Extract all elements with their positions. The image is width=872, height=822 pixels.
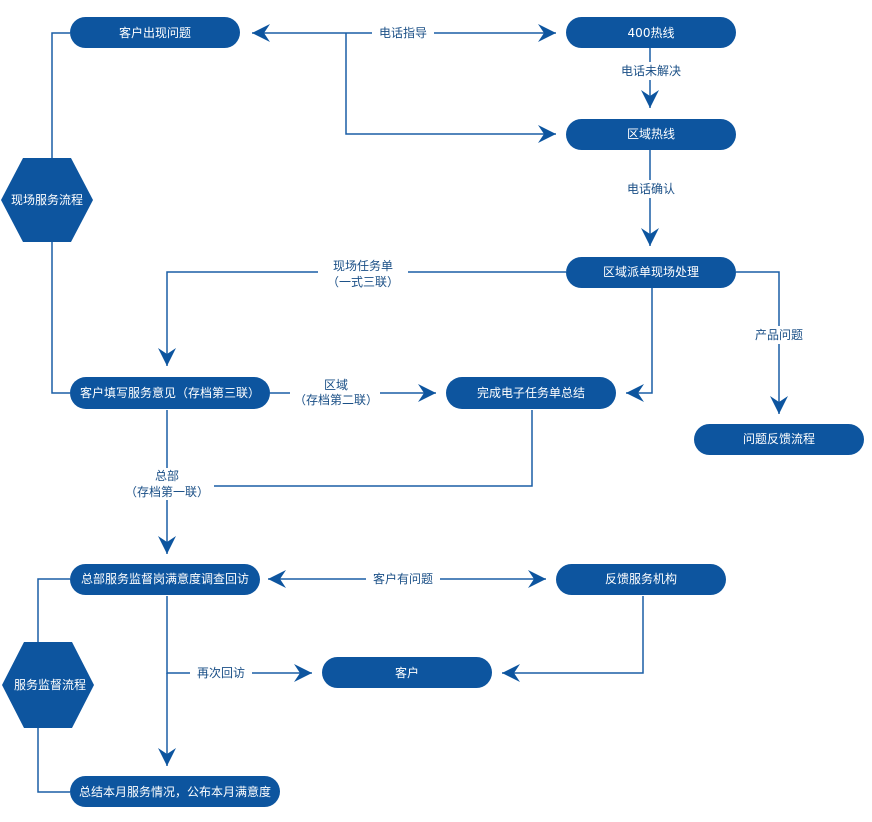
node-issue-feedback-process[interactable]: 问题反馈流程	[694, 424, 864, 455]
label-hq-1: 总部	[155, 468, 179, 483]
label-onsite-task-1: 现场任务单	[333, 258, 393, 273]
label-phone-unresolved: 电话未解决	[621, 64, 681, 78]
node-customer-fill-opinion-text: 客户填写服务意见（存档第三联）	[80, 385, 260, 400]
label-product-issue: 产品问题	[755, 328, 803, 342]
label-phone-confirm: 电话确认	[627, 182, 675, 196]
hex-onsite-process[interactable]: 现场服务流程	[1, 158, 93, 242]
node-monthly-summary-text: 总结本月服务情况，公布本月满意度	[79, 784, 271, 799]
label-customer-has-issue: 客户有问题	[373, 571, 433, 586]
node-feedback-service-org-text: 反馈服务机构	[605, 571, 677, 586]
node-regional-hotline-text: 区域热线	[627, 127, 675, 141]
label-region-2: （存档第二联）	[294, 393, 378, 407]
hex-supervision-process-text: 服务监督流程	[14, 677, 86, 692]
edge-labels: 电话指导 电话未解决 电话确认 现场任务单 （一式三联） 产品问题 区域 （存档…	[122, 24, 810, 682]
node-hq-survey-text: 总部服务监督岗满意度调查回访	[81, 571, 249, 586]
node-regional-dispatch[interactable]: 区域派单现场处理	[566, 257, 736, 288]
node-customer[interactable]: 客户	[322, 657, 492, 688]
to-regional-hotline-line	[345, 33, 556, 143]
label-region-1: 区域	[324, 378, 348, 392]
complete-to-hq-line	[167, 410, 533, 487]
onsite-task-arrow	[158, 271, 566, 366]
node-hotline-400-text: 400热线	[628, 26, 675, 40]
product-issue-arrow	[736, 271, 788, 414]
node-issue-feedback-process-text: 问题反馈流程	[743, 431, 815, 446]
node-regional-dispatch-text: 区域派单现场处理	[603, 265, 699, 279]
node-customer-text: 客户	[395, 665, 419, 680]
node-hq-survey[interactable]: 总部服务监督岗满意度调查回访	[70, 564, 260, 595]
label-phone-guidance: 电话指导	[379, 25, 427, 40]
label-revisit: 再次回访	[197, 666, 245, 680]
node-customer-fill-opinion[interactable]: 客户填写服务意见（存档第三联）	[70, 377, 270, 409]
node-customer-issue-text: 客户出现问题	[119, 25, 191, 40]
revisit-arrow	[166, 596, 312, 682]
node-customer-issue[interactable]: 客户出现问题	[70, 17, 240, 48]
label-onsite-task-2: （一式三联）	[327, 275, 399, 289]
node-monthly-summary[interactable]: 总结本月服务情况，公布本月满意度	[70, 776, 280, 807]
dispatch-to-complete-arrow	[626, 288, 653, 402]
label-hq-2: （存档第一联）	[125, 485, 209, 499]
node-complete-e-task[interactable]: 完成电子任务单总结	[446, 377, 616, 409]
node-feedback-service-org[interactable]: 反馈服务机构	[556, 564, 726, 595]
hex-supervision-process[interactable]: 服务监督流程	[2, 642, 94, 728]
node-complete-e-task-text: 完成电子任务单总结	[477, 385, 585, 400]
node-regional-hotline[interactable]: 区域热线	[566, 119, 736, 150]
node-hotline-400[interactable]: 400热线	[566, 17, 736, 48]
hex-onsite-process-text: 现场服务流程	[11, 192, 83, 207]
feedback-to-customer-arrow	[502, 596, 644, 682]
